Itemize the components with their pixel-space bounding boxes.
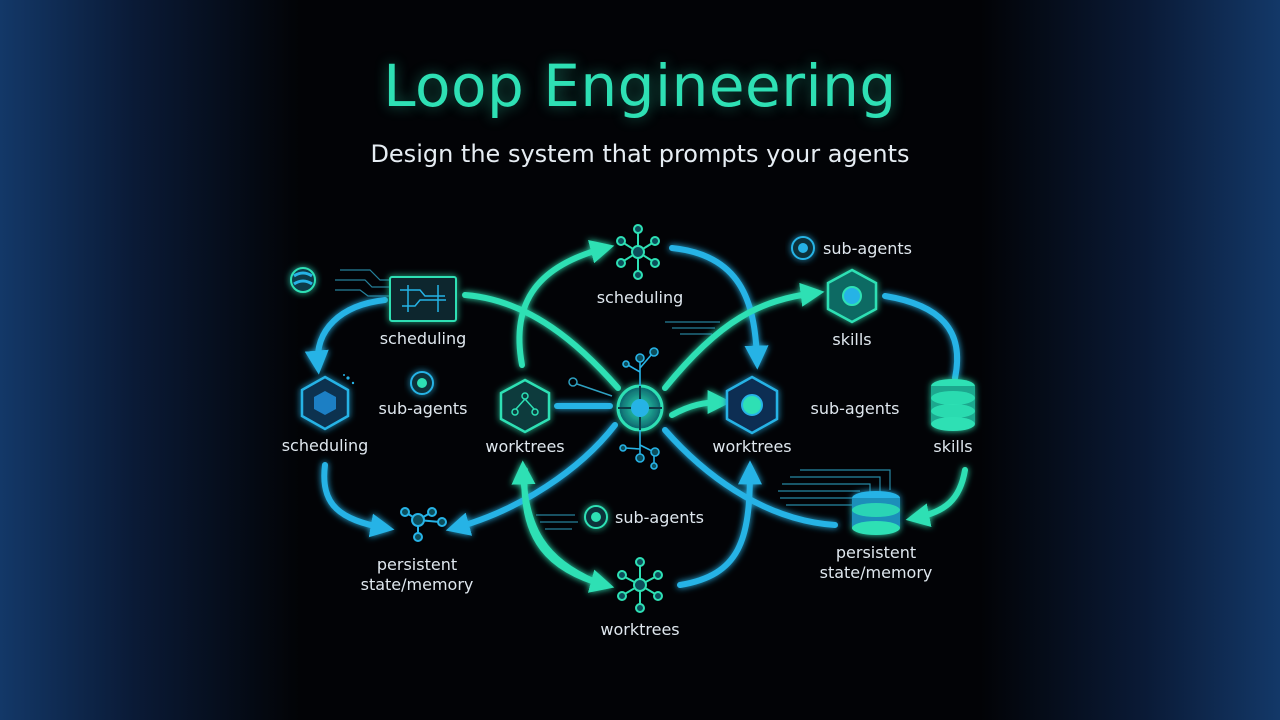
skills-hexagon-icon: [826, 268, 878, 324]
hexagon-orb-icon: [725, 375, 779, 435]
network-node-icon: [400, 507, 447, 542]
label-right-memory-line1: persistent: [835, 543, 917, 562]
flow-arrow-hub-to-left-memory: [445, 422, 618, 536]
flow-arrow-skills-to-db: [882, 293, 961, 381]
flow-arrow-hex-to-memory: [321, 462, 395, 538]
flow-arrow-box-to-hex: [304, 297, 388, 375]
flow-arrow-to-top-center: [516, 240, 615, 368]
label-top-right-sub-agents: sub-agents: [823, 239, 912, 258]
circuit-traces-left: [335, 269, 390, 297]
label-left-memory-line2: state/memory: [360, 575, 474, 594]
memory-database-icon: [852, 491, 900, 535]
flow-arrow-hub-to-right-worktrees: [669, 390, 732, 418]
label-center-left-worktrees: worktrees: [485, 437, 565, 456]
flow-arrow-bottom-center-left: [511, 460, 598, 585]
label-left-memory-line1: persistent: [376, 555, 458, 574]
link-node-icon: [568, 377, 613, 397]
label-center-right-worktrees: worktrees: [712, 437, 792, 456]
label-top-center-scheduling: scheduling: [596, 288, 684, 307]
flow-arrow-hub-to-skills: [662, 282, 825, 391]
label-skills-hexagon: skills: [832, 330, 872, 349]
page-subtitle: Design the system that prompts your agen…: [370, 140, 910, 168]
hexagon-network-icon: [499, 378, 551, 434]
flow-line-memory-to-hub: [662, 427, 838, 528]
circuit-board-icon: [389, 276, 457, 322]
hexagon-cube-icon: [300, 375, 350, 431]
flow-arrow-box-to-hub: [462, 292, 621, 391]
database-stack-icon: [931, 379, 975, 431]
circuit-traces-center: [536, 321, 720, 530]
label-bottom-worktrees: worktrees: [600, 620, 680, 639]
dot-icon-bottom: [584, 505, 608, 529]
dot-icon-top-right: [791, 236, 815, 260]
flow-arrow-bottom-center-up: [677, 460, 762, 588]
label-skills-database: skills: [933, 437, 973, 456]
dot-icon: [410, 371, 434, 395]
central-hub-icon: [616, 384, 664, 432]
hub-branch-top: [622, 347, 659, 386]
flow-arrow-db-to-memory: [905, 467, 968, 527]
circuit-traces-right: [778, 469, 891, 506]
sparkle-icon: [343, 374, 355, 385]
page-title: Loop Engineering: [383, 52, 897, 120]
label-left-sub-agents: sub-agents: [378, 399, 468, 418]
label-left-scheduling: scheduling: [281, 436, 369, 455]
label-right-sub-agents: sub-agents: [810, 399, 900, 418]
flow-arrow-top-center-down: [669, 245, 769, 370]
label-right-memory-line2: state/memory: [819, 563, 933, 582]
hub-branch-bottom: [619, 430, 660, 470]
label-bottom-sub-agents: sub-agents: [615, 508, 704, 527]
loop-logo-icon: [290, 267, 316, 293]
label-top-left-scheduling: scheduling: [379, 329, 467, 348]
top-center-network-icon: [616, 224, 660, 280]
bottom-center-network-icon: [617, 557, 663, 613]
